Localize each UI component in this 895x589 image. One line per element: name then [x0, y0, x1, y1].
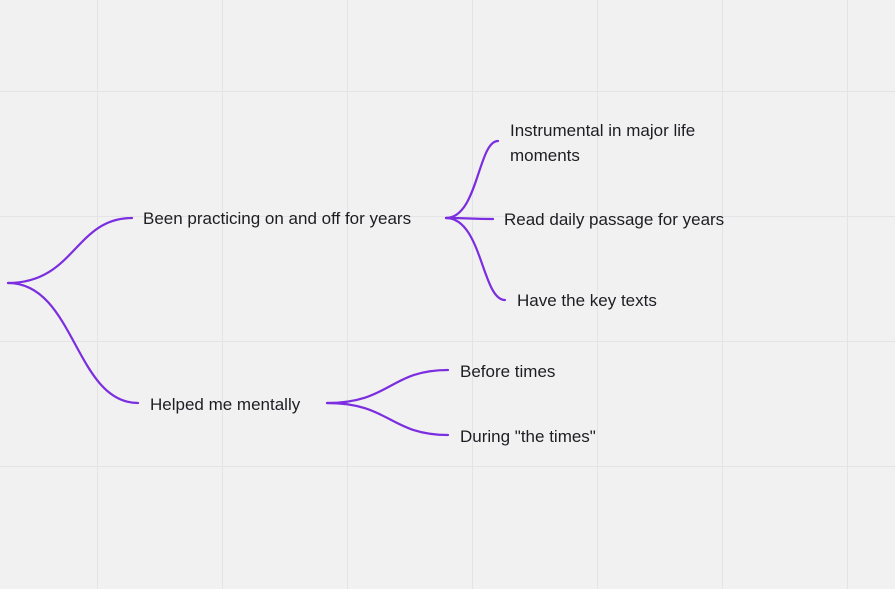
branch-node-practicing[interactable]: Been practicing on and off for years: [143, 209, 412, 228]
connector-branch-2-to-child-2: [325, 401, 450, 437]
connector-branch-1-to-child-1: [444, 139, 500, 220]
connector-root-to-branch-2: [6, 281, 140, 405]
connector-branch-1-to-child-3: [444, 216, 507, 302]
leaf-node-key-texts[interactable]: Have the key texts: [517, 291, 657, 310]
leaf-node-read-daily[interactable]: Read daily passage for years: [504, 210, 725, 229]
leaf-node-before-times[interactable]: Before times: [460, 362, 556, 381]
connector-root-to-branch-1: [6, 216, 134, 285]
branch-node-helped-mentally[interactable]: Helped me mentally: [150, 395, 301, 414]
leaf-node-during-times[interactable]: During "the times": [460, 427, 596, 446]
connector-branch-2-to-child-1: [325, 368, 450, 405]
leaf-node-instrumental[interactable]: Instrumental in major life moments: [510, 121, 696, 165]
